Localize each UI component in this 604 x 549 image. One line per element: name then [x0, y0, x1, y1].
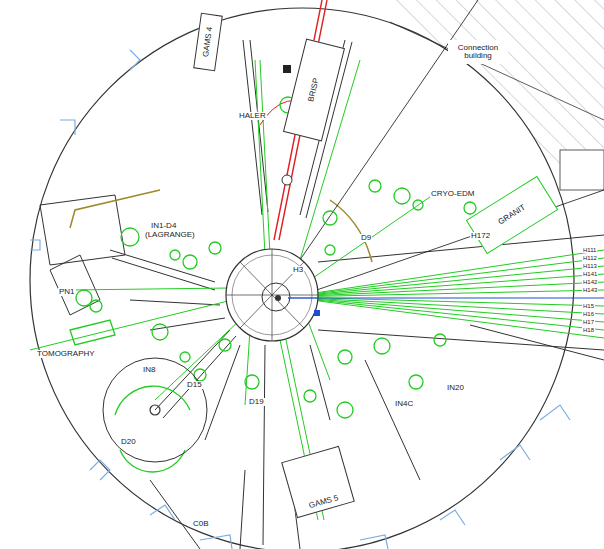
instrument-label: IN1-D4: [150, 222, 177, 230]
beam-port-label: H141: [582, 271, 598, 277]
instrument-label: D15: [186, 381, 203, 389]
instrument-label: TOMOGRAPHY: [36, 350, 96, 358]
instrument-label: IN4C: [394, 400, 414, 408]
beam-port-label: H16: [582, 311, 595, 317]
instrument-name: Connection building: [453, 44, 503, 61]
beam-port-label: H112: [582, 255, 598, 261]
instrument-label: D19: [248, 398, 265, 406]
instrument-name: GAMS 4: [202, 26, 215, 57]
instrument-name: GRANIT: [497, 203, 527, 226]
instrument-label: CRYO-EDM: [430, 190, 475, 198]
instrument-label: PN1: [58, 288, 76, 296]
beam-port-label: H18: [582, 327, 595, 333]
beam-port-label: H143: [582, 287, 598, 293]
instrument-label: H3: [292, 266, 304, 274]
instrument-label: (LAGRANGE): [144, 231, 196, 239]
instrument-name: BRISP: [307, 77, 321, 102]
beam-port-label: H142: [582, 279, 598, 285]
instrument-label: IN20: [446, 384, 465, 392]
beam-port-label: H113: [582, 263, 598, 269]
beam-port-label: H15: [582, 303, 595, 309]
instrument-label: C0B: [192, 520, 210, 528]
building-region-label: Connection building: [448, 40, 508, 64]
instrument-label: IN8: [142, 366, 156, 374]
beam-port-label: H111: [582, 247, 597, 253]
instrument-label: H172: [470, 232, 491, 240]
instrument-label: HALER: [238, 112, 267, 120]
instrument-label: D20: [120, 438, 137, 446]
beam-port-label: H17: [582, 319, 595, 325]
instrument-label: D9: [360, 234, 372, 242]
